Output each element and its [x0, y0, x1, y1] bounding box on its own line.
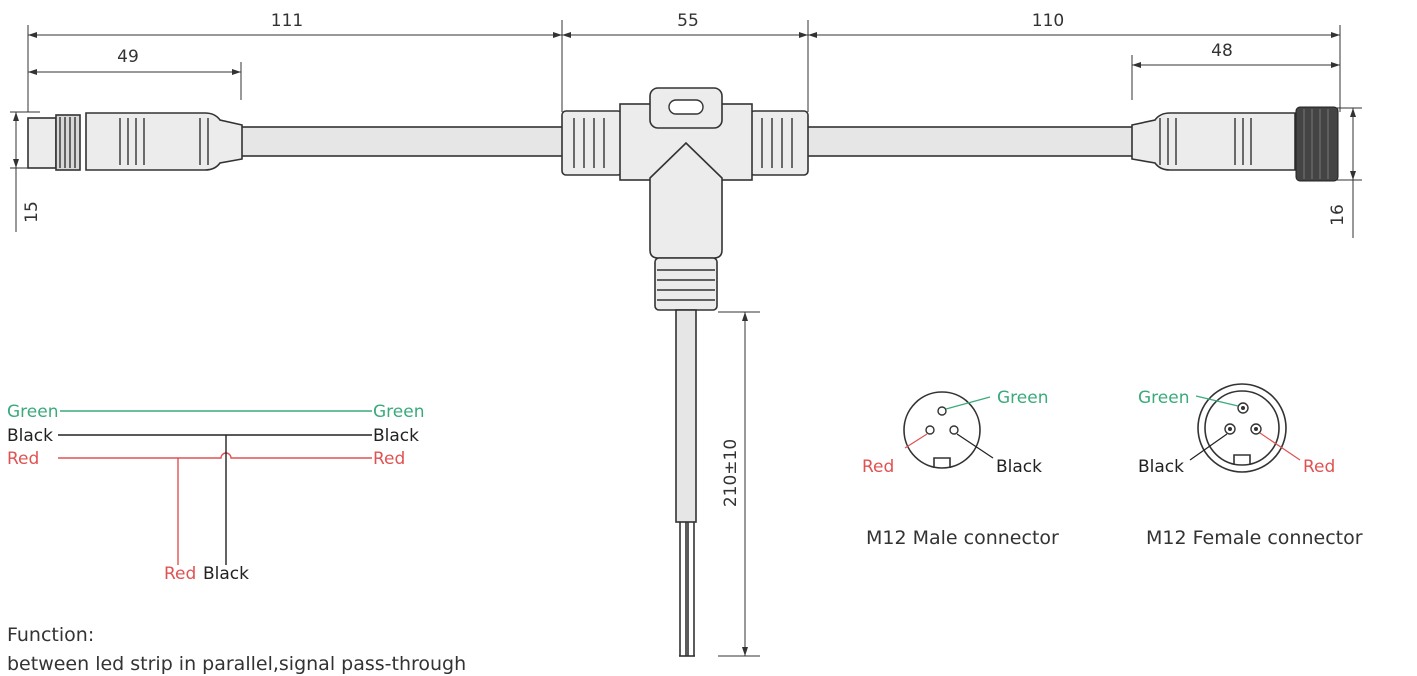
- dim-16-label: 16: [1328, 204, 1348, 226]
- male-connector-caption: M12 Male connector: [866, 527, 1059, 549]
- female-black-label: Black: [1138, 457, 1184, 477]
- female-green-label: Green: [1138, 388, 1189, 408]
- left-cable: [239, 126, 565, 157]
- dimension-arrows: [13, 32, 1356, 656]
- male-pin-green: [937, 406, 947, 416]
- dim-15-label: 15: [22, 201, 42, 223]
- left-green-label: Green: [7, 402, 58, 422]
- dim-110-label: 110: [1032, 11, 1064, 31]
- male-red-label: Red: [862, 457, 894, 477]
- right-black-label: Black: [373, 426, 419, 446]
- left-male-connector: [27, 112, 243, 171]
- m12-female-pinout: [1189, 383, 1301, 473]
- male-pin-black: [949, 425, 959, 435]
- male-green-label: Green: [997, 388, 1048, 408]
- right-red-label: Red: [373, 449, 405, 469]
- left-black-label: Black: [7, 426, 53, 446]
- right-green-label: Green: [373, 402, 424, 422]
- male-black-label: Black: [996, 457, 1042, 477]
- knurled-nut: [1295, 106, 1339, 182]
- dim-111-label: 111: [271, 11, 303, 31]
- dim-210-label: 210±10: [721, 439, 741, 507]
- dim-55-label: 55: [677, 11, 699, 31]
- dim-48-label: 48: [1211, 41, 1233, 61]
- right-female-connector: [1131, 106, 1339, 182]
- male-pin-red: [925, 425, 935, 435]
- branch-red-label: Red: [164, 564, 196, 584]
- function-label: Function:: [7, 624, 94, 646]
- branch-black-label: Black: [203, 564, 249, 584]
- red-wire: [58, 452, 372, 459]
- dim-49-label: 49: [117, 47, 139, 67]
- female-connector-caption: M12 Female connector: [1146, 527, 1363, 549]
- branch-cable: [675, 309, 697, 657]
- function-description: between led strip in parallel,signal pas…: [7, 653, 466, 675]
- dimension-lines: [10, 20, 1362, 657]
- left-red-label: Red: [7, 449, 39, 469]
- wiring-schematic: [58, 410, 372, 565]
- tee-splitter-body: [561, 87, 809, 311]
- right-cable: [805, 126, 1135, 157]
- female-red-label: Red: [1303, 457, 1335, 477]
- m12-male-pinout: [903, 391, 994, 469]
